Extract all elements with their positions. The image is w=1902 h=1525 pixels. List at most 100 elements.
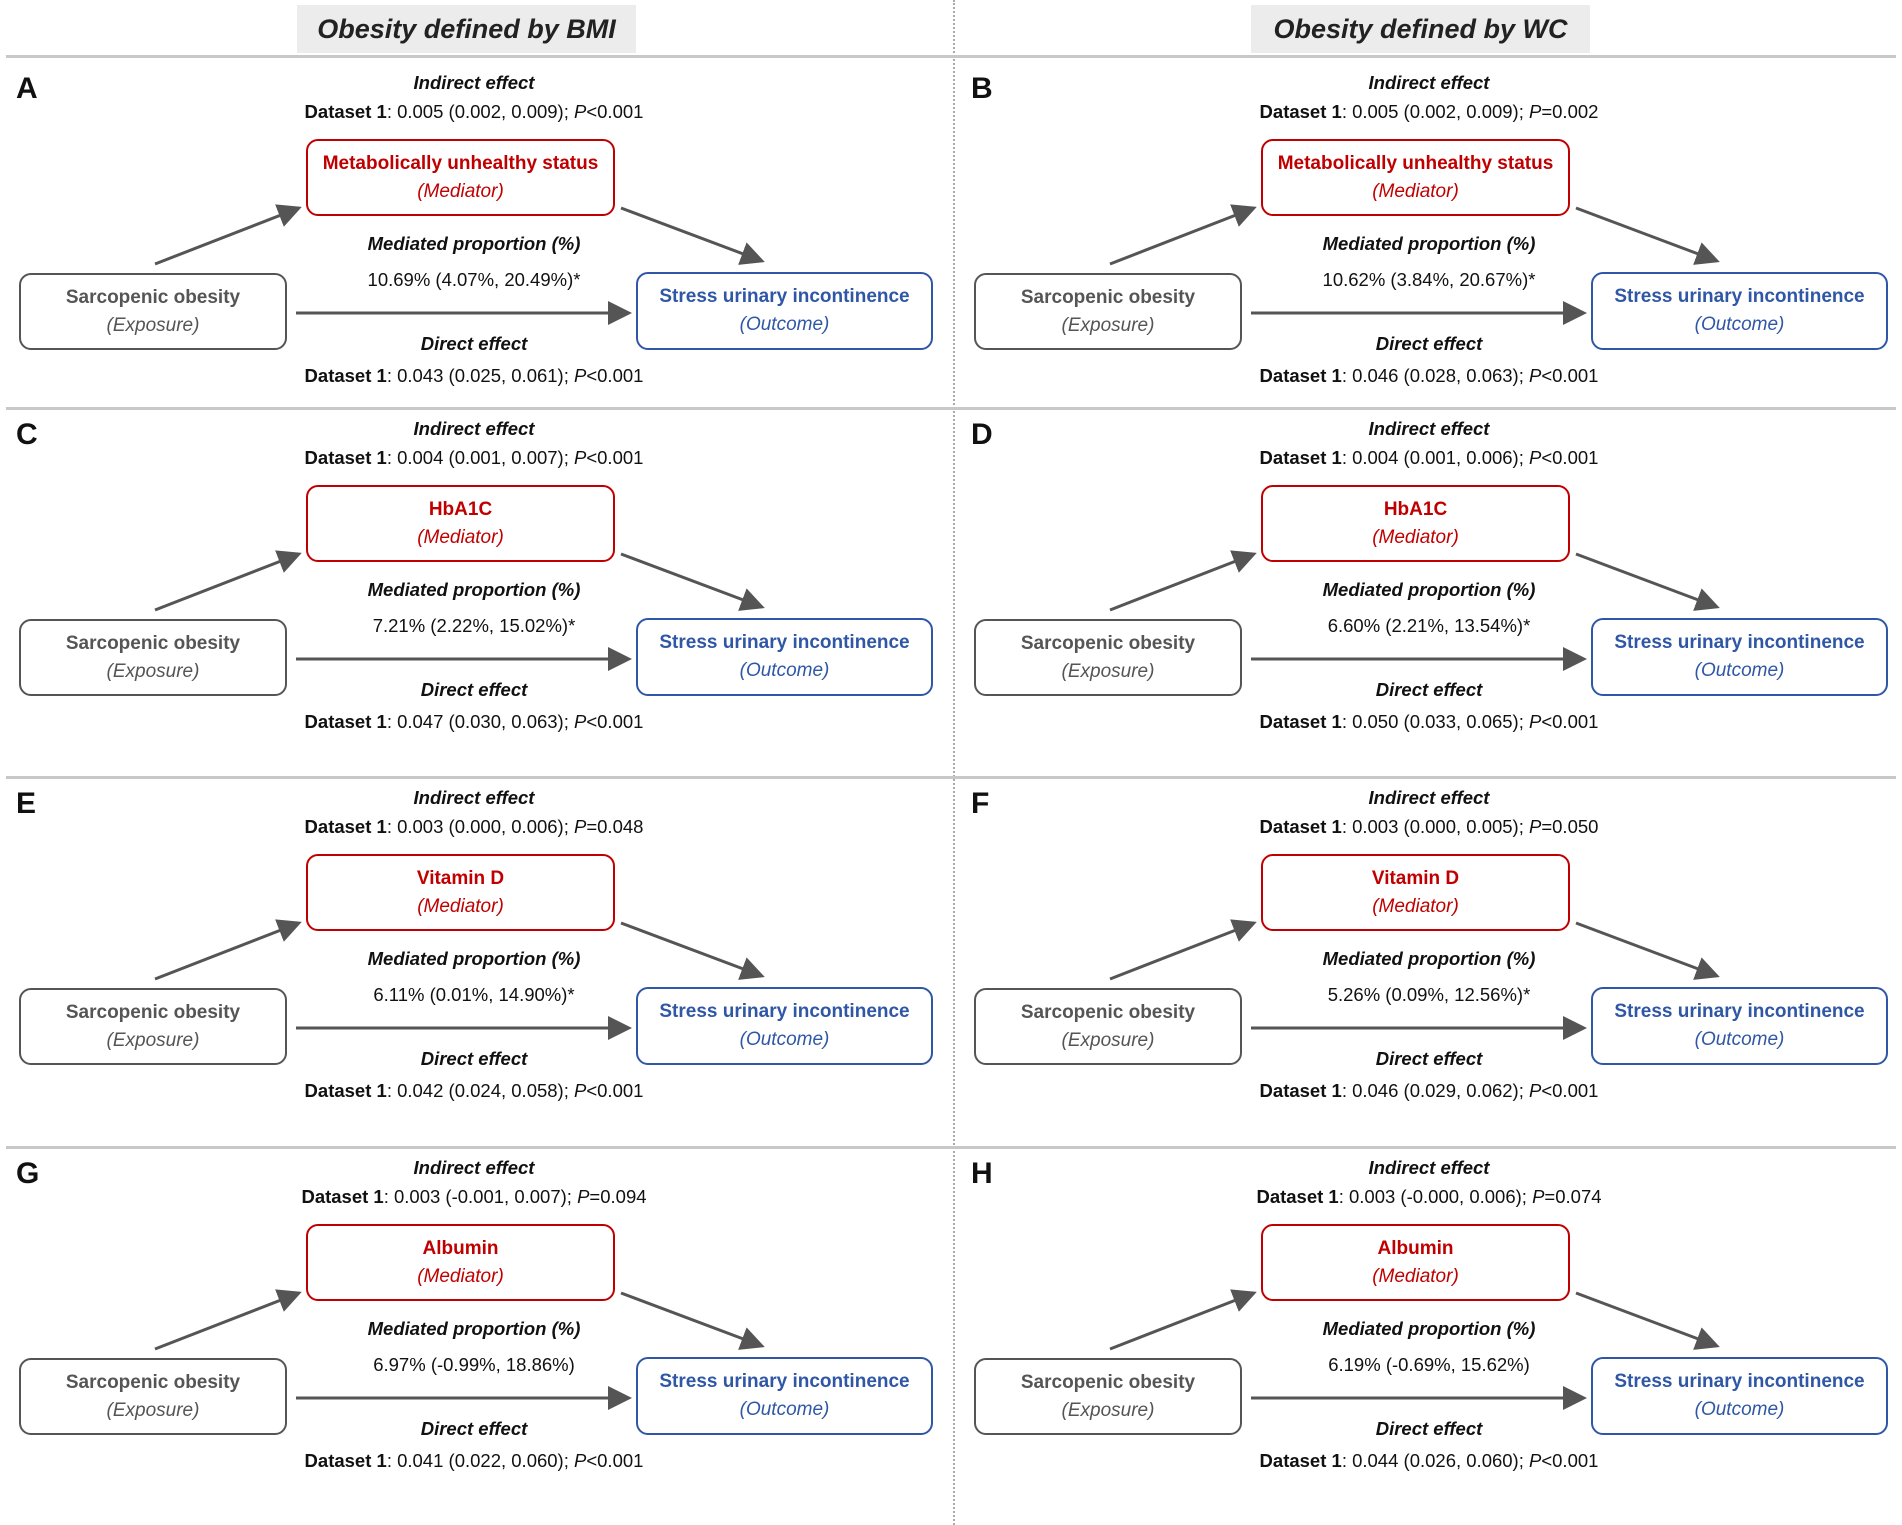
indirect-p-value: =0.094 [589,1186,647,1207]
mediation-panel: F Indirect effect Dataset 1: 0.003 (0.00… [955,773,1902,1143]
panel-letter: E [16,787,37,820]
mediator-role: (Mediator) [417,895,504,917]
mediated-proportion-value: 6.11% (0.01%, 14.90%)* [373,984,575,1005]
exposure-box: Sarcopenic obesity(Exposure) [974,273,1242,350]
p-symbol: P [574,101,587,122]
dataset-label: Dataset 1 [304,1080,387,1101]
panel-separator [6,776,1896,779]
indirect-estimate: : 0.004 (0.001, 0.006); [1341,447,1529,468]
indirect-effect-title: Indirect effect [413,787,535,808]
exposure-box: Sarcopenic obesity(Exposure) [19,988,287,1065]
outcome-role: (Outcome) [739,314,830,335]
dataset-label: Dataset 1 [304,816,387,837]
indirect-p-value: <0.001 [586,447,644,468]
direct-estimate: : 0.047 (0.030, 0.063); [386,711,574,732]
indirect-effect-stats: Dataset 1: 0.005 (0.002, 0.009); P=0.002 [955,101,1902,123]
outcome-box: Stress urinary incontinence(Outcome) [1591,272,1888,350]
mediator-role: (Mediator) [1372,526,1459,548]
direct-effect-title: Direct effect [420,333,528,354]
mediator-role: (Mediator) [1372,895,1459,917]
direct-estimate: : 0.042 (0.024, 0.058); [386,1080,574,1101]
mediated-proportion-value: 6.19% (-0.69%, 15.62%) [1328,1354,1530,1375]
mediated-proportion-value: 7.21% (2.22%, 15.02%)* [372,615,576,636]
mediated-proportion-title: Mediated proportion (%) [1322,233,1536,254]
mediator-name: Vitamin D [416,867,505,889]
dataset-label: Dataset 1 [304,447,387,468]
indirect-effect-title: Indirect effect [413,1157,535,1178]
dataset-label: Dataset 1 [1259,816,1342,837]
panel-letter: A [16,72,38,105]
dataset-label: Dataset 1 [1259,711,1342,732]
mediation-panel: D Indirect effect Dataset 1: 0.004 (0.00… [955,404,1902,774]
mediator-box: Metabolically unhealthy status(Mediator) [1261,139,1570,216]
column-header-bmi: Obesity defined by BMI [297,5,636,53]
p-symbol: P [574,1450,587,1471]
direct-p-value: <0.001 [1541,711,1599,732]
p-symbol: P [1532,1186,1545,1207]
exposure-role: (Exposure) [1061,1029,1155,1051]
indirect-effect-title: Indirect effect [413,418,535,439]
panel-letter: C [16,418,38,451]
outcome-name: Stress urinary incontinence [659,1371,910,1392]
mediation-panel: H Indirect effect Dataset 1: 0.003 (-0.0… [955,1143,1902,1513]
direct-estimate: : 0.046 (0.029, 0.062); [1341,1080,1529,1101]
p-symbol: P [1529,711,1542,732]
direct-estimate: : 0.044 (0.026, 0.060); [1341,1450,1529,1471]
mediation-panel: E Indirect effect Dataset 1: 0.003 (0.00… [0,773,948,1143]
panel-separator [6,55,1896,58]
exposure-role: (Exposure) [106,660,200,682]
direct-effect-title: Direct effect [1375,1418,1483,1439]
indirect-effect-title: Indirect effect [1368,72,1490,93]
mediator-box: HbA1C(Mediator) [306,485,615,562]
indirect-p-value: <0.001 [1541,447,1599,468]
outcome-role: (Outcome) [739,1399,830,1420]
outcome-role: (Outcome) [1694,660,1785,681]
indirect-effect-stats: Dataset 1: 0.003 (-0.001, 0.007); P=0.09… [0,1186,948,1208]
mediated-proportion-title: Mediated proportion (%) [367,948,581,969]
direct-effect-stats: Dataset 1: 0.043 (0.025, 0.061); P<0.001 [0,365,948,387]
outcome-box: Stress urinary incontinence(Outcome) [636,618,933,696]
p-symbol: P [1529,1450,1542,1471]
mediator-name: HbA1C [428,498,493,520]
exposure-name: Sarcopenic obesity [1020,1001,1196,1023]
indirect-effect-stats: Dataset 1: 0.004 (0.001, 0.007); P<0.001 [0,447,948,469]
direct-p-value: <0.001 [1541,1450,1599,1471]
mediator-name: Vitamin D [1371,867,1460,889]
direct-p-value: <0.001 [586,365,644,386]
mediated-proportion-value: 10.69% (4.07%, 20.49%)* [367,269,581,290]
direct-effect-title: Direct effect [1375,333,1483,354]
outcome-name: Stress urinary incontinence [659,286,910,307]
direct-effect-stats: Dataset 1: 0.046 (0.028, 0.063); P<0.001 [955,365,1902,387]
p-symbol: P [574,1080,587,1101]
mediated-proportion-value: 6.60% (2.21%, 13.54%)* [1327,615,1531,636]
exposure-box: Sarcopenic obesity(Exposure) [974,619,1242,696]
indirect-effect-stats: Dataset 1: 0.003 (-0.000, 0.006); P=0.07… [955,1186,1902,1208]
p-symbol: P [574,816,587,837]
direct-p-value: <0.001 [586,1080,644,1101]
p-symbol: P [1529,101,1542,122]
dataset-label: Dataset 1 [1259,101,1342,122]
p-symbol: P [1529,447,1542,468]
outcome-box: Stress urinary incontinence(Outcome) [1591,618,1888,696]
dataset-label: Dataset 1 [1259,1450,1342,1471]
direct-effect-title: Direct effect [1375,1048,1483,1069]
mediator-box: Vitamin D (Mediator) [1261,854,1570,931]
direct-effect-title: Direct effect [1375,679,1483,700]
exposure-role: (Exposure) [106,1399,200,1421]
exposure-name: Sarcopenic obesity [65,286,241,308]
mediator-name: HbA1C [1383,498,1448,520]
mediator-box: Metabolically unhealthy status(Mediator) [306,139,615,216]
mediated-proportion-value: 10.62% (3.84%, 20.67%)* [1322,269,1536,290]
indirect-estimate: : 0.004 (0.001, 0.007); [386,447,574,468]
mediated-proportion-title: Mediated proportion (%) [1322,1318,1536,1339]
direct-effect-stats: Dataset 1: 0.041 (0.022, 0.060); P<0.001 [0,1450,948,1472]
exposure-name: Sarcopenic obesity [65,632,241,654]
outcome-role: (Outcome) [1694,1029,1785,1050]
p-symbol: P [574,711,587,732]
mediator-name: Albumin [422,1237,499,1259]
mediator-box: Albumin(Mediator) [1261,1224,1570,1301]
direct-effect-title: Direct effect [420,1048,528,1069]
indirect-estimate: : 0.005 (0.002, 0.009); [1341,101,1529,122]
outcome-name: Stress urinary incontinence [1614,1001,1865,1022]
mediated-proportion-title: Mediated proportion (%) [367,1318,581,1339]
